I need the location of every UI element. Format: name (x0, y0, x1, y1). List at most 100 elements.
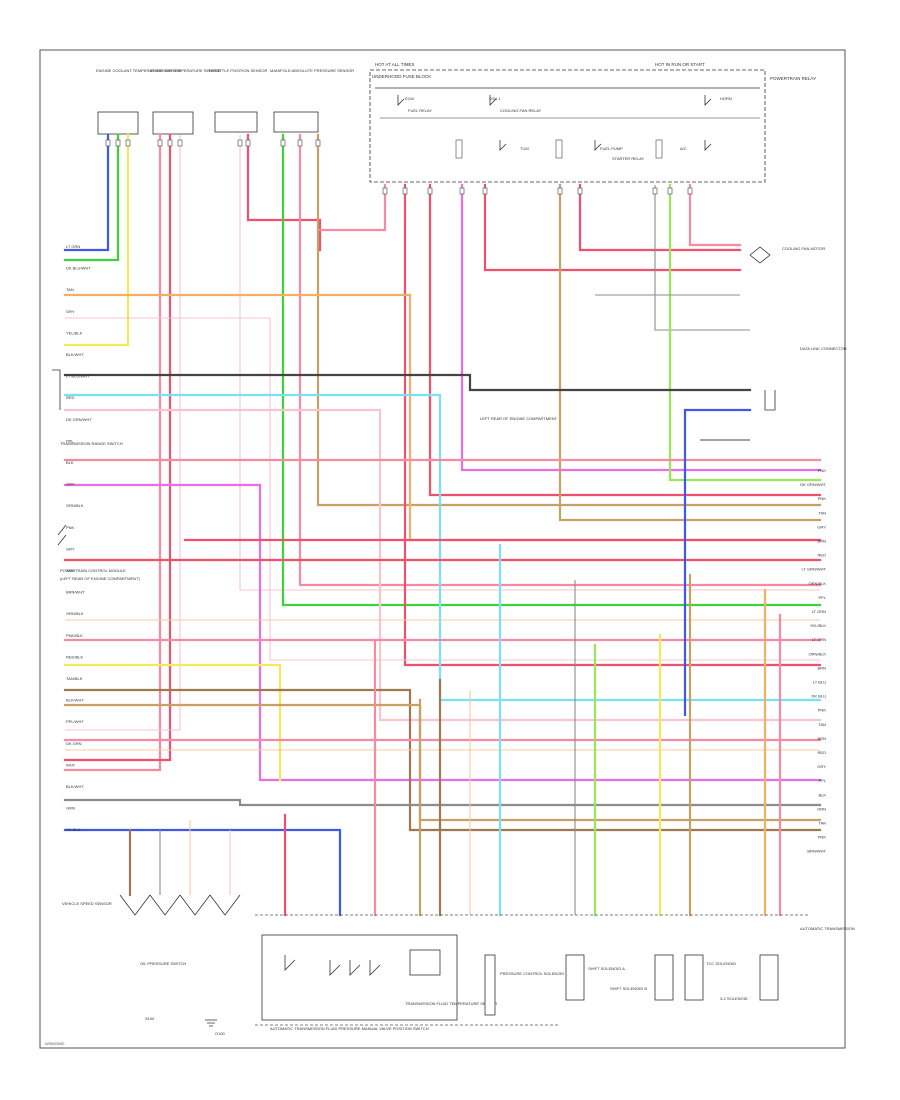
connector-terminal (667, 187, 673, 195)
right-wire-label: RED (818, 750, 827, 755)
wire-bus-tan2 (63, 703, 822, 822)
wire-ect-signal (63, 133, 110, 252)
tps-label: THROTTLE POSITION SENSOR (208, 68, 267, 73)
fluid-temp-label: TRANSMISSION FLUID TEMPERATURE SENSOR (405, 1001, 497, 1006)
wire-bus-gry2 (63, 798, 822, 807)
tps-box (214, 111, 258, 133)
wire-map-ref (298, 133, 822, 587)
fluid-temp-sensor-box (409, 949, 441, 976)
left-wire-label: BLK/WHT (66, 352, 84, 357)
sensors-top: ENGINE COOLANT TEMPERATURE SENSOR INTAKE… (96, 68, 354, 135)
left-wire-label: YEL/BLK (66, 330, 83, 335)
wire-ect-return (63, 133, 120, 262)
wire-map-ret (316, 133, 822, 507)
hot-in-run-label: HOT IN RUN OR START (655, 62, 705, 67)
wire-bus-brn (63, 688, 822, 832)
wire-iat-return (63, 133, 172, 762)
left-wire-label: BLK/WHT (66, 698, 84, 703)
cooling-fan-symbol (749, 246, 771, 264)
right-wire-label: YEL/BLK (810, 623, 827, 628)
left-wire-label: BRN/WHT (66, 590, 85, 595)
solenoid-b-box (654, 954, 674, 1001)
wire-group (63, 133, 822, 917)
ect-sensor-label: ENGINE COOLANT TEMPERATURE SENSOR (96, 68, 181, 73)
relay-switch-5 (704, 95, 712, 106)
connector-terminal (157, 139, 163, 147)
right-wire-label: BRN (818, 665, 827, 670)
wire-fb-10 (688, 183, 742, 247)
relay-switch-2 (489, 95, 497, 106)
left-wire-label: GRY (66, 482, 75, 487)
left-wire-label: PPL (66, 438, 74, 443)
left-wire-label: RED/BLK (66, 654, 83, 659)
left-header-label: LEFT REAR OF ENGINE COMPARTMENT (480, 416, 558, 421)
relay-label-fan: COOLING FAN RELAY (500, 108, 542, 113)
bottom-right-label: AUTOMATIC TRANSMISSION (800, 926, 855, 931)
left-wire-label: TAN (66, 287, 74, 292)
ground-symbol (205, 1019, 217, 1027)
wire-bus-blk (63, 373, 752, 392)
right-wire-label: ORN/BLK (808, 581, 826, 586)
left-wire-label: GRY (66, 546, 75, 551)
left-wire-label: RED (66, 395, 75, 400)
data-link-label: DATA LINK CONNECTOR (800, 346, 847, 351)
hot-at-all-times-label: HOT AT ALL TIMES (375, 62, 415, 67)
connector-terminal (245, 139, 251, 147)
fuse-block-title: UNDERHOOD FUSE BLOCK (372, 74, 431, 79)
auto-trans-box (261, 934, 458, 1021)
right-wire-label: PNK (818, 468, 827, 473)
left-wire-label: TAN/BLK (66, 676, 83, 681)
right-wire-label: TAN (818, 821, 826, 826)
bottom-components: AUTOMATIC TRANSMISSION FLUID PRESSURE MA… (62, 894, 855, 1036)
solenoid-a-box (565, 954, 585, 1001)
connector-terminal (577, 187, 583, 195)
connector-terminal (280, 139, 286, 147)
relay-switch-4 (594, 140, 602, 151)
wire-bus-blu (63, 828, 342, 917)
fuse-label-ign: IGN 1 (490, 96, 501, 101)
right-wire-label: DK GRN/WHT (800, 482, 826, 487)
right-wire-label: LT GRN/WHT (801, 567, 826, 572)
connector-terminal (557, 187, 563, 195)
switch-symbol-left (57, 524, 67, 546)
connector-terminal (125, 139, 131, 147)
wire-fb-8 (654, 185, 750, 331)
left-wire-label: ORN/BLK (66, 611, 84, 616)
iat-sensor-box (152, 111, 194, 135)
wire-bus-gry (65, 317, 820, 661)
solenoid-c-label: TCC SOLENOID (706, 961, 736, 966)
fuse-label-ac: A/C (680, 146, 687, 151)
vss-symbol (119, 894, 241, 916)
left-wire-label: DK BLU (66, 827, 81, 832)
ecm-label: POWERTRAIN CONTROL MODULE (60, 568, 126, 573)
left-wire-label: PPL/WHT (66, 719, 84, 724)
wire-bus-pnk (63, 408, 822, 722)
connector-terminal (315, 139, 321, 147)
connector-terminal (167, 139, 173, 147)
connector-terminal (402, 187, 408, 195)
left-wire-label: BLK/WHT (66, 784, 84, 789)
relay-switch-3 (499, 140, 507, 151)
wire-map-signal (281, 133, 822, 607)
connector-terminal (237, 139, 243, 147)
fuse-symbol-1 (455, 139, 463, 159)
fuse-block-box (369, 69, 766, 183)
left-wire-label: DK GRN/WHT (66, 417, 92, 422)
fuse-symbol-3 (655, 139, 663, 159)
left-wire-label: ORN/BLK (66, 503, 84, 508)
auto-trans-label: AUTOMATIC TRANSMISSION FLUID PRESSURE MA… (270, 1026, 429, 1031)
left-wire-label: GRN (66, 806, 75, 811)
wire-fb-3 (428, 183, 822, 497)
wire-iat-signal (63, 133, 162, 772)
right-wire-label: PPL (818, 778, 826, 783)
ect-sensor-box (97, 111, 139, 135)
left-wire-label: LT GRN (66, 244, 80, 249)
right-wire-label: PNK (818, 496, 827, 501)
connector-terminal (482, 187, 488, 195)
right-wire-label: RED (818, 553, 827, 558)
wire-fb-4 (460, 183, 822, 472)
right-wire-label: LT GRN (812, 609, 826, 614)
trans-range-label: TRANSMISSION RANGE SWITCH (60, 441, 123, 446)
relay-switch-6 (704, 140, 712, 151)
